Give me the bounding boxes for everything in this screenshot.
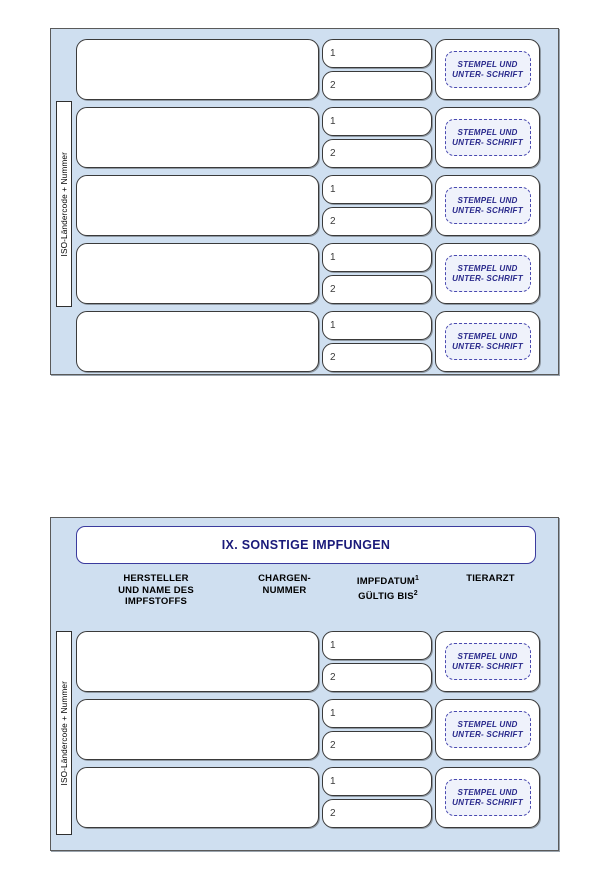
date-field-number-2: 2 (330, 80, 336, 91)
column-header-line: HERSTELLER (123, 573, 189, 584)
column-header-line: IMPFDATUM1 (332, 573, 444, 588)
iso-country-code-label: ISO-Ländercode + Nummer (59, 680, 69, 786)
manufacturer-vaccine-field[interactable] (76, 107, 319, 168)
veterinarian-field[interactable]: STEMPEL UND UNTER- SCHRIFT (435, 631, 540, 692)
date-fields-group: 1 2 (322, 311, 432, 372)
veterinarian-field[interactable]: STEMPEL UND UNTER- SCHRIFT (435, 39, 540, 100)
manufacturer-vaccine-field[interactable] (76, 39, 319, 100)
footnote-marker-1: 1 (415, 575, 420, 582)
manufacturer-vaccine-field[interactable] (76, 631, 319, 692)
valid-until-date-field[interactable]: 2 (322, 343, 432, 372)
date-field-number-1: 1 (330, 116, 336, 127)
section-title-box: IX. SONSTIGE IMPFUNGEN (76, 526, 536, 564)
table-row: 1 2 STEMPEL UND UNTER- SCHRIFT (76, 699, 540, 760)
vaccination-date-field[interactable]: 1 (322, 311, 432, 340)
vaccination-date-field[interactable]: 1 (322, 107, 432, 136)
vaccination-date-field[interactable]: 1 (322, 175, 432, 204)
date-fields-group: 1 2 (322, 767, 432, 828)
iso-country-code-tab: ISO-Ländercode + Nummer (56, 631, 72, 835)
vaccination-date-field[interactable]: 1 (322, 767, 432, 796)
date-field-number-1: 1 (330, 320, 336, 331)
page-title: IX. SONSTIGE IMPFUNGEN (221, 538, 391, 552)
column-header-line: UND NAME DES (118, 584, 194, 596)
column-header-line: IMPFSTOFFS (125, 596, 187, 607)
manufacturer-vaccine-field[interactable] (76, 243, 319, 304)
veterinarian-field[interactable]: STEMPEL UND UNTER- SCHRIFT (435, 311, 540, 372)
date-fields-group: 1 2 (322, 631, 432, 692)
column-header-text: GÜLTIG BIS (358, 590, 414, 602)
column-header-line: NUMMER (262, 584, 307, 596)
date-field-number-2: 2 (330, 672, 336, 683)
manufacturer-vaccine-field[interactable] (76, 699, 319, 760)
table-row: 1 2 STEMPEL UND UNTER- SCHRIFT (76, 311, 540, 372)
column-header-line: TIERARZT (466, 573, 515, 584)
column-header-manufacturer: HERSTELLER UND NAME DES IMPFSTOFFS (75, 573, 237, 625)
stamp-signature-placeholder: STEMPEL UND UNTER- SCHRIFT (444, 779, 531, 816)
date-fields-group: 1 2 (322, 39, 432, 100)
valid-until-date-field[interactable]: 2 (322, 799, 432, 828)
date-field-number-2: 2 (330, 808, 336, 819)
date-field-number-2: 2 (330, 740, 336, 751)
stamp-signature-placeholder: STEMPEL UND UNTER- SCHRIFT (444, 323, 531, 360)
valid-until-date-field[interactable]: 2 (322, 207, 432, 236)
date-field-number-2: 2 (330, 216, 336, 227)
stamp-signature-placeholder: STEMPEL UND UNTER- SCHRIFT (444, 255, 531, 292)
date-field-number-1: 1 (330, 640, 336, 651)
column-headers: HERSTELLER UND NAME DES IMPFSTOFFS CHARG… (75, 573, 537, 625)
manufacturer-vaccine-field[interactable] (76, 311, 319, 372)
table-row: 1 2 STEMPEL UND UNTER- SCHRIFT (76, 175, 540, 236)
table-row: 1 2 STEMPEL UND UNTER- SCHRIFT (76, 631, 540, 692)
veterinarian-field[interactable]: STEMPEL UND UNTER- SCHRIFT (435, 243, 540, 304)
table-row: 1 2 STEMPEL UND UNTER- SCHRIFT (76, 243, 540, 304)
vaccination-date-field[interactable]: 1 (322, 699, 432, 728)
column-header-dates: IMPFDATUM1 GÜLTIG BIS2 (332, 573, 444, 625)
valid-until-date-field[interactable]: 2 (322, 731, 432, 760)
date-field-number-1: 1 (330, 184, 336, 195)
stamp-signature-placeholder: STEMPEL UND UNTER- SCHRIFT (444, 187, 531, 224)
valid-until-date-field[interactable]: 2 (322, 71, 432, 100)
veterinarian-field[interactable]: STEMPEL UND UNTER- SCHRIFT (435, 699, 540, 760)
column-header-text: IMPFDATUM (356, 576, 415, 588)
vaccination-panel-bottom: IX. SONSTIGE IMPFUNGEN HERSTELLER UND NA… (50, 517, 559, 851)
valid-until-date-field[interactable]: 2 (322, 275, 432, 304)
date-field-number-1: 1 (330, 776, 336, 787)
table-row: 1 2 STEMPEL UND UNTER- SCHRIFT (76, 767, 540, 828)
date-fields-group: 1 2 (322, 175, 432, 236)
date-fields-group: 1 2 (322, 699, 432, 760)
vaccination-panel-top: ISO-Ländercode + Nummer 1 2 STEMPEL UND … (50, 28, 559, 375)
valid-until-date-field[interactable]: 2 (322, 663, 432, 692)
column-header-batch-number: CHARGEN- NUMMER (237, 573, 332, 625)
veterinarian-field[interactable]: STEMPEL UND UNTER- SCHRIFT (435, 175, 540, 236)
date-field-number-1: 1 (330, 708, 336, 719)
footnote-marker-2: 2 (413, 589, 418, 597)
vaccination-date-field[interactable]: 1 (322, 631, 432, 660)
date-field-number-1: 1 (330, 48, 336, 59)
iso-country-code-label: ISO-Ländercode + Nummer (59, 151, 69, 257)
column-header-line: GÜLTIG BIS2 (332, 588, 444, 603)
manufacturer-vaccine-field[interactable] (76, 175, 319, 236)
vaccination-date-field[interactable]: 1 (322, 243, 432, 272)
date-field-number-2: 2 (330, 284, 336, 295)
column-header-line: CHARGEN- (258, 573, 311, 584)
manufacturer-vaccine-field[interactable] (76, 767, 319, 828)
table-row: 1 2 STEMPEL UND UNTER- SCHRIFT (76, 107, 540, 168)
date-fields-group: 1 2 (322, 243, 432, 304)
column-header-veterinarian: TIERARZT (444, 573, 537, 625)
date-field-number-1: 1 (330, 252, 336, 263)
stamp-signature-placeholder: STEMPEL UND UNTER- SCHRIFT (444, 711, 531, 748)
iso-country-code-tab: ISO-Ländercode + Nummer (56, 101, 72, 307)
date-field-number-2: 2 (330, 352, 336, 363)
valid-until-date-field[interactable]: 2 (322, 139, 432, 168)
date-field-number-2: 2 (330, 148, 336, 159)
stamp-signature-placeholder: STEMPEL UND UNTER- SCHRIFT (444, 119, 531, 156)
table-row: 1 2 STEMPEL UND UNTER- SCHRIFT (76, 39, 540, 100)
stamp-signature-placeholder: STEMPEL UND UNTER- SCHRIFT (444, 643, 531, 680)
stamp-signature-placeholder: STEMPEL UND UNTER- SCHRIFT (444, 51, 531, 88)
veterinarian-field[interactable]: STEMPEL UND UNTER- SCHRIFT (435, 767, 540, 828)
veterinarian-field[interactable]: STEMPEL UND UNTER- SCHRIFT (435, 107, 540, 168)
date-fields-group: 1 2 (322, 107, 432, 168)
vaccination-date-field[interactable]: 1 (322, 39, 432, 68)
